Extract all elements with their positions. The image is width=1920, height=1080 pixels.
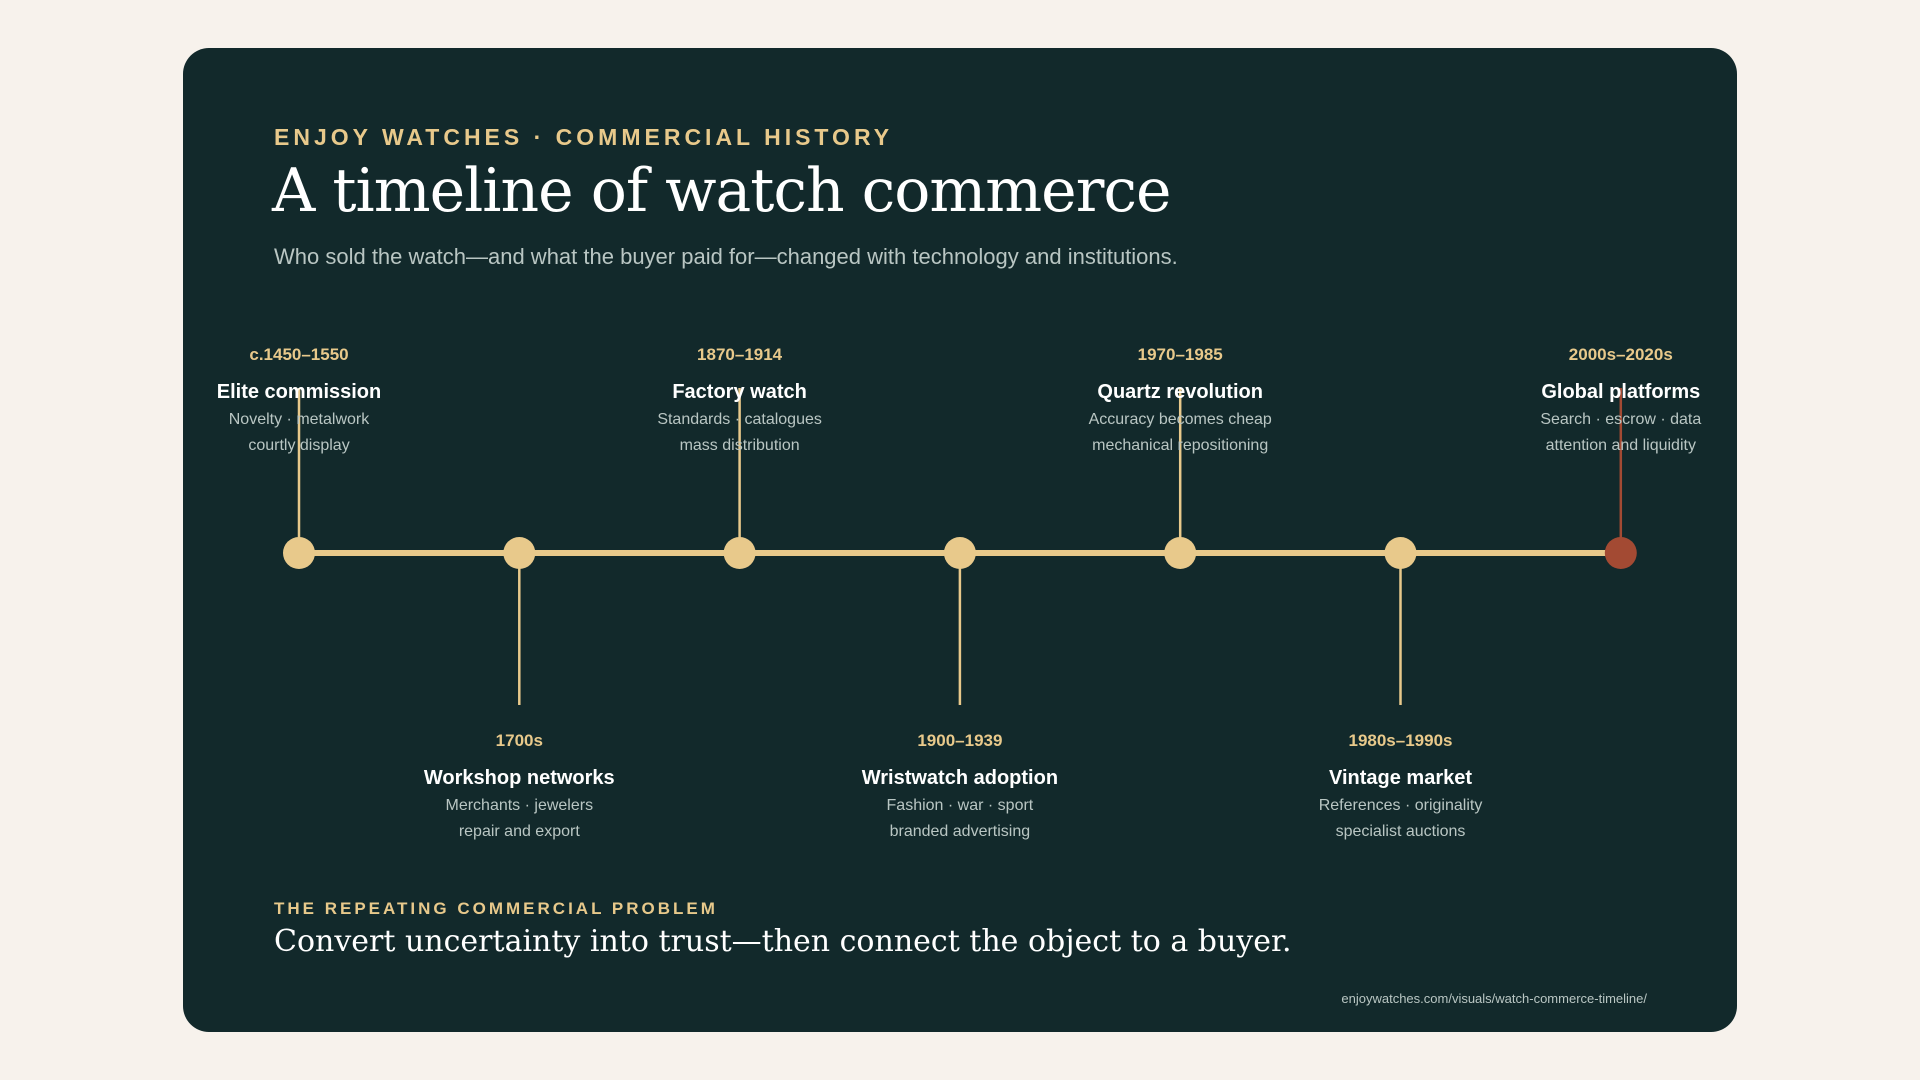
event-date: 1700s (495, 731, 543, 750)
page-title: A timeline of watch commerce (272, 156, 1171, 226)
event-detail: branded advertising (889, 823, 1031, 840)
event-detail: courtly display (248, 437, 350, 454)
event-detail: mass distribution (679, 437, 800, 454)
footer-statement: Convert uncertainty into trust—then conn… (274, 924, 1292, 959)
event-title: Wristwatch adoption (861, 767, 1059, 789)
event-marker (1164, 537, 1197, 569)
event-detail: specialist auctions (1335, 823, 1466, 840)
eyebrow: ENJOY WATCHES · COMMERCIAL HISTORY (274, 124, 894, 150)
event-detail: repair and export (458, 823, 580, 840)
timeline-card: ENJOY WATCHES · COMMERCIAL HISTORY A tim… (183, 48, 1737, 1032)
event-marker (283, 537, 315, 569)
event-title: Quartz revolution (1097, 381, 1263, 403)
event-date: 1970–1985 (1137, 345, 1223, 364)
event-title: Global platforms (1541, 381, 1701, 403)
event-date: c.1450–1550 (249, 345, 349, 364)
event-detail: References · originality (1318, 797, 1483, 814)
event-detail: attention and liquidity (1545, 437, 1696, 454)
event-detail: Accuracy becomes cheap (1088, 411, 1272, 428)
event-detail: Merchants · jewelers (445, 797, 594, 814)
event-date: 1980s–1990s (1348, 731, 1453, 750)
event-date: 1870–1914 (697, 345, 783, 364)
event-marker (723, 537, 756, 569)
event-marker (1384, 537, 1417, 569)
event-detail: mechanical repositioning (1092, 437, 1269, 454)
event-detail: Search · escrow · data (1540, 411, 1702, 428)
event-detail: Standards · catalogues (657, 411, 822, 428)
event-marker (943, 537, 976, 569)
subtitle: Who sold the watch—and what the buyer pa… (274, 244, 1178, 269)
event-title: Vintage market (1328, 767, 1473, 789)
event-detail: Novelty · metalwork (228, 411, 370, 428)
timeline-graphic (283, 388, 1637, 705)
footer-label: THE REPEATING COMMERCIAL PROBLEM (274, 899, 718, 918)
source-url: enjoywatches.com/visuals/watch-commerce-… (1341, 991, 1647, 1006)
event-date: 1900–1939 (917, 731, 1003, 750)
event-date: 2000s–2020s (1568, 345, 1673, 364)
event-marker (1604, 537, 1637, 569)
event-title: Elite commission (216, 381, 382, 403)
event-detail: Fashion · war · sport (886, 797, 1034, 814)
event-title: Factory watch (672, 381, 807, 403)
event-title: Workshop networks (423, 767, 615, 789)
event-marker (503, 537, 536, 569)
